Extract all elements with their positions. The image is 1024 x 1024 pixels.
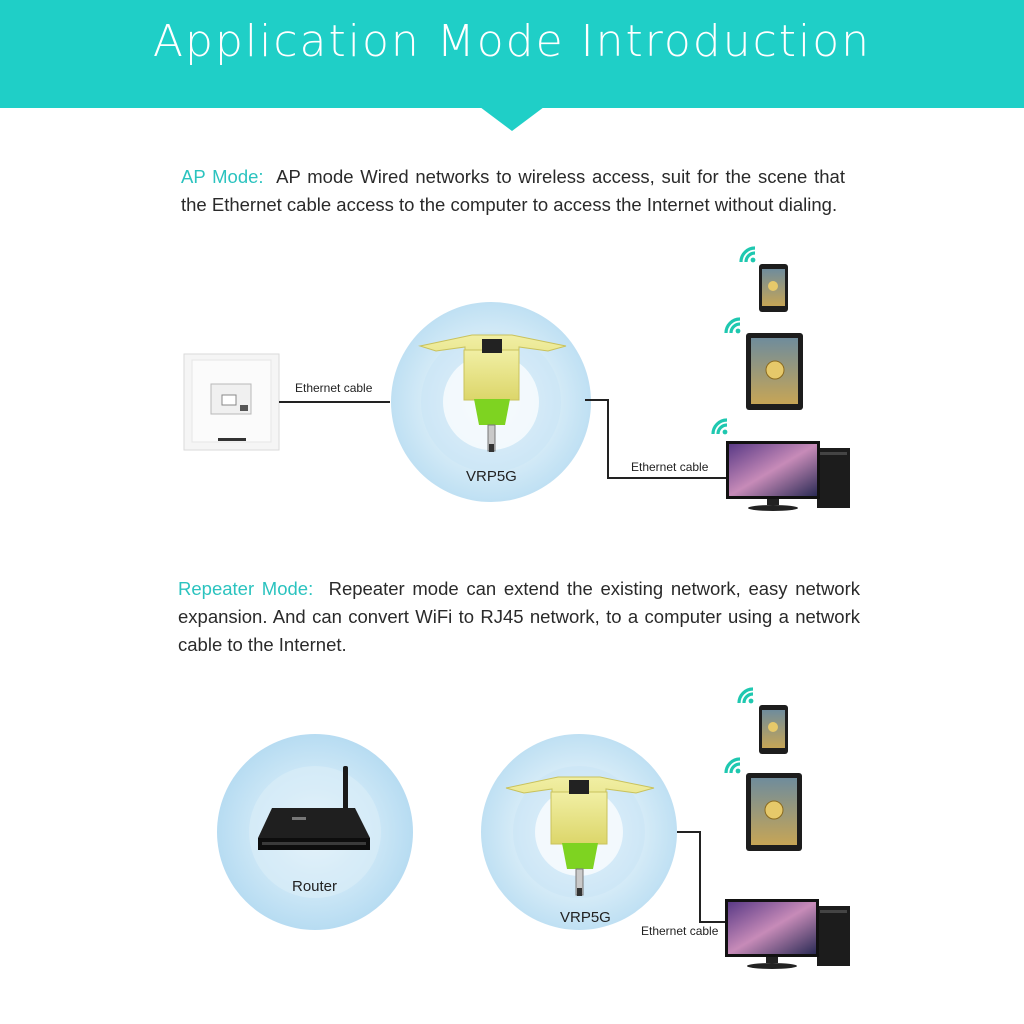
router-icon xyxy=(258,766,370,850)
header-banner xyxy=(0,0,1024,108)
tablet-icon xyxy=(746,333,803,410)
repeater-mode-description: Repeater Mode: Repeater mode can extend … xyxy=(178,575,860,659)
ap-mode-text: AP mode Wired networks to wireless acces… xyxy=(181,166,845,215)
ap-cable-right-label: Ethernet cable xyxy=(631,460,709,474)
repeater-ethernet-cable xyxy=(677,831,725,923)
ap-ethernet-cable-right xyxy=(585,399,726,479)
wall-socket-icon xyxy=(183,353,280,451)
repeater-cable-label: Ethernet cable xyxy=(641,924,719,938)
desktop-computer-icon xyxy=(725,899,850,969)
wifi-icon xyxy=(711,418,728,435)
extender-device-icon xyxy=(505,776,655,896)
repeater-mode-text: Repeater mode can extend the existing ne… xyxy=(178,578,860,655)
repeater-device-label: VRP5G xyxy=(560,909,611,926)
page-title: Application Mode Introduction xyxy=(152,16,872,67)
repeater-mode-label: Repeater Mode: xyxy=(178,578,314,599)
wifi-icon xyxy=(737,687,754,704)
router-label: Router xyxy=(292,878,338,895)
phone-icon xyxy=(759,264,788,312)
wifi-icon xyxy=(739,246,756,263)
wifi-icon xyxy=(724,757,741,774)
banner-notch xyxy=(480,107,544,131)
ap-cable-left-label: Ethernet cable xyxy=(295,381,373,395)
desktop-computer-icon xyxy=(726,441,850,511)
tablet-icon xyxy=(746,773,802,851)
ap-mode-label: AP Mode: xyxy=(181,166,264,187)
phone-icon xyxy=(759,705,788,754)
extender-device-icon xyxy=(418,334,567,452)
ap-device-label: VRP5G xyxy=(466,468,517,485)
ap-mode-description: AP Mode: AP mode Wired networks to wirel… xyxy=(181,163,845,219)
wifi-icon xyxy=(724,317,741,334)
